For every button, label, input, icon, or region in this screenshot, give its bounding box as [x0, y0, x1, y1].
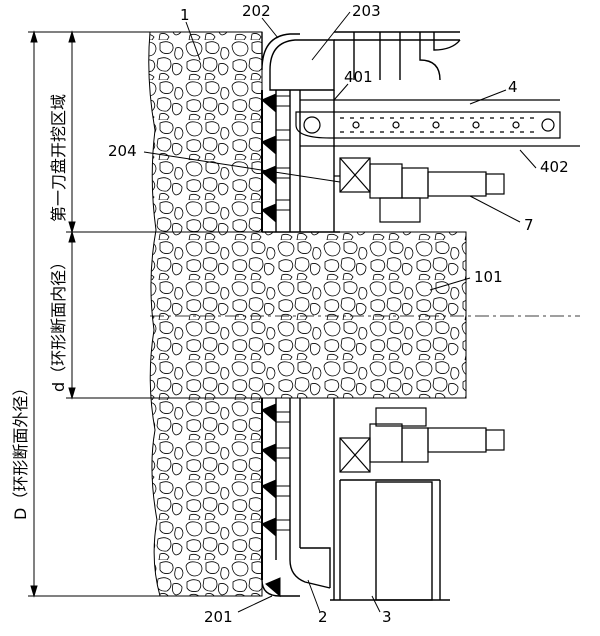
- rock-mass: [148, 31, 467, 597]
- upper-cutters: [261, 93, 291, 224]
- leader-lines: [143, 11, 537, 613]
- label-7: 7: [524, 216, 534, 234]
- label-201: 201: [204, 608, 233, 626]
- dimension-inner-diameter: d（环形断面内径）: [49, 254, 68, 392]
- label-203: 203: [352, 2, 381, 20]
- label-204: 204: [108, 142, 137, 160]
- upper-drive: [334, 157, 505, 223]
- label-2: 2: [318, 608, 328, 626]
- lower-drive: [339, 407, 505, 473]
- label-202: 202: [242, 2, 271, 20]
- label-101: 101: [474, 268, 503, 286]
- dimension-lines: [28, 30, 160, 598]
- label-402: 402: [540, 158, 569, 176]
- label-3: 3: [382, 608, 392, 626]
- dimension-outer-diameter: D（环形断面外径）: [11, 380, 30, 520]
- label-4: 4: [508, 78, 518, 96]
- label-401: 401: [344, 68, 373, 86]
- label-1: 1: [180, 6, 190, 24]
- upper-cutterhead: [261, 31, 461, 233]
- lower-cutterhead: [261, 398, 450, 601]
- lower-cutters: [261, 403, 291, 598]
- conveyor: [295, 99, 580, 147]
- dimension-excavation-region: 第一刀盘开挖区域: [49, 94, 68, 222]
